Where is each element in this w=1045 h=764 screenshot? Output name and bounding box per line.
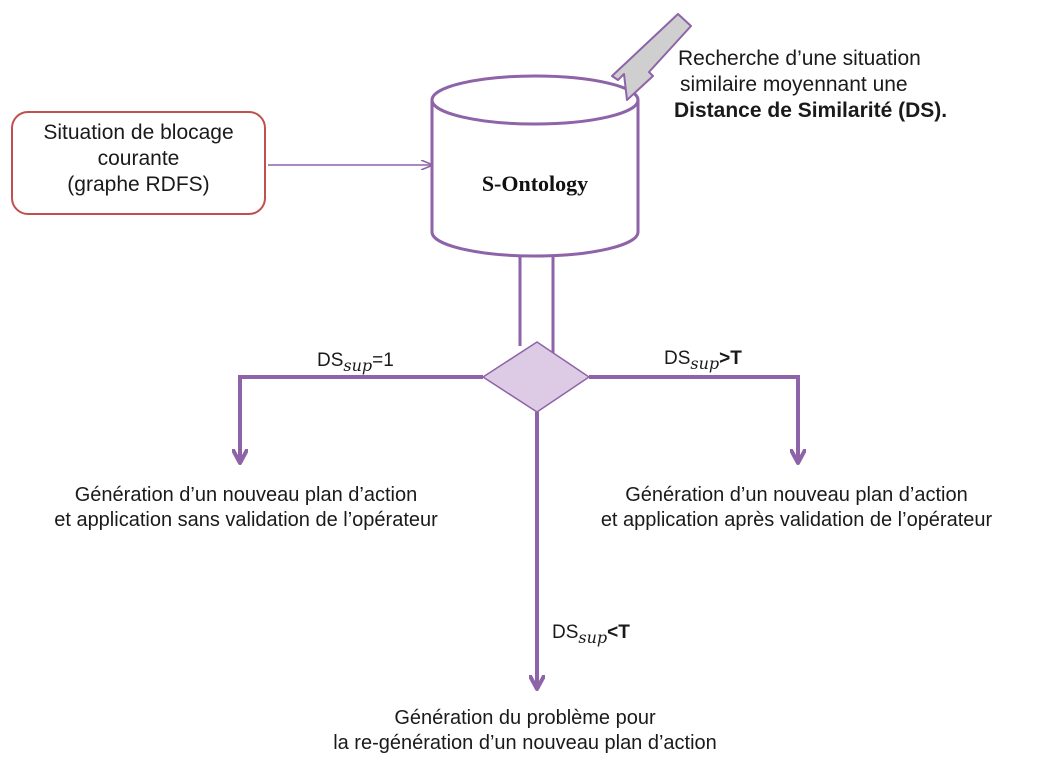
- current-situation-label: Situation de blocage courante (graphe RD…: [12, 120, 265, 197]
- search-arrow-icon: [611, 13, 692, 101]
- outcome-bottom-line1: Génération du problème pour: [394, 707, 656, 729]
- condition-right-base: DS: [664, 348, 691, 369]
- outcome-bottom-line2: la re-génération d’un nouveau plan d’act…: [333, 731, 717, 754]
- condition-bottom-base: DS: [552, 622, 579, 643]
- search-line2: similaire moyennant une: [680, 72, 908, 96]
- database-label: S-Ontology: [481, 171, 589, 196]
- condition-left: DSsup=1: [317, 349, 394, 375]
- outcome-right-line1: Génération d’un nouveau plan d’action: [625, 484, 968, 506]
- database-cylinder: [430, 74, 640, 258]
- branch-right: [589, 375, 798, 462]
- search-description: Recherche d’une situation similaire moye…: [674, 46, 1004, 123]
- outcome-left-line2: et application sans validation de l’opér…: [54, 508, 438, 531]
- condition-bottom-sub: sup: [578, 628, 608, 647]
- current-situation-line2: courante: [97, 146, 180, 170]
- current-situation-box: [11, 111, 266, 215]
- condition-right: DSsup>T: [664, 347, 742, 373]
- current-situation-line1: Situation de blocage: [43, 121, 234, 144]
- branch-left: [240, 375, 483, 462]
- condition-left-base: DS: [317, 350, 344, 371]
- search-line3: Distance de Similarité (DS).: [674, 98, 948, 122]
- outcome-left: Génération d’un nouveau plan d’action et…: [0, 483, 492, 532]
- current-situation-line3: (graphe RDFS): [67, 172, 210, 196]
- condition-left-rest: =1: [372, 350, 394, 371]
- outcome-right-line2: et application après validation de l’opé…: [600, 508, 993, 531]
- outcome-left-line1: Génération d’un nouveau plan d’action: [74, 484, 418, 506]
- condition-right-rest: >T: [719, 348, 742, 369]
- condition-bottom-rest: <T: [607, 622, 630, 643]
- condition-right-sub: sup: [690, 354, 720, 373]
- search-line1: Recherche d’une situation: [678, 47, 921, 70]
- condition-left-sub: sup: [343, 356, 373, 375]
- outcome-bottom: Génération du problème pour la re-généra…: [270, 706, 780, 755]
- decision-diamond: [481, 341, 591, 413]
- outcome-right: Génération d’un nouveau plan d’action et…: [548, 483, 1045, 532]
- condition-bottom: DSsup<T: [552, 621, 630, 647]
